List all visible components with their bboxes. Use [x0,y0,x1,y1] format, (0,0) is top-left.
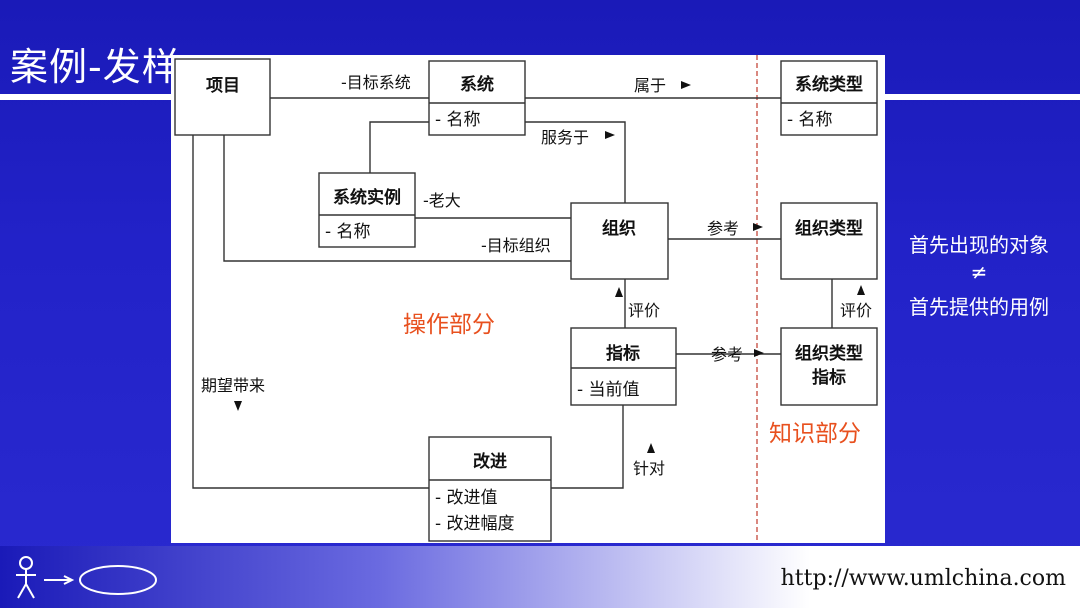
class-box-org-type-indicator [780,327,878,406]
assoc-project-org [223,135,571,262]
label-target-org: -目标组织 [481,236,551,255]
class-box-system-type [780,60,878,136]
side-note-line-2: ≠ [970,260,988,284]
class-box-indicator [570,327,677,406]
arrow-belongs-to [681,81,691,89]
label-aim-at: 针对 [633,459,665,478]
class-name-project: 项目 [206,76,240,96]
arrow-evaluate-2 [857,285,865,295]
class-box-org-type [780,202,878,280]
associations [192,97,833,489]
class-name-organization: 组织 [602,218,636,239]
direction-arrows [234,81,865,453]
footer-bar: http://www.umlchina.com [0,546,1080,608]
label-belongs-to: 属于 [634,76,666,95]
class-name-org-type: 组织类型 [795,218,863,239]
attr-system-name: - 名称 [435,110,481,130]
footer-url[interactable]: http://www.umlchina.com [780,566,1066,591]
arrow-evaluate-1 [615,287,623,297]
actor-usecase-logo-icon [16,556,157,599]
class-box-improvement [428,436,552,542]
arrow-aim-at [647,443,655,453]
assoc-system-org [525,121,626,203]
side-note-line-1: 首先出现的对象 [909,233,1049,257]
side-note-line-3: 首先提供的用例 [909,295,1049,319]
region-label-operation: 操作部分 [403,312,495,338]
class-box-system [428,60,526,136]
assoc-project-improvement [192,135,429,489]
arrow-reference-2 [754,349,764,357]
label-target-system: -目标系统 [341,73,411,92]
class-box-organization [570,202,669,280]
label-expected-bring: 期望带来 [201,376,265,395]
label-evaluate-1: 评价 [628,301,660,320]
assoc-system-instance [369,121,429,173]
slide-title: 案例-发样 [10,45,181,89]
attr-system-type-name: - 名称 [787,110,833,130]
label-serves: 服务于 [541,128,589,147]
class-name-org-type-indicator: 组织类型指标 [795,343,863,388]
class-name-indicator: 指标 [606,343,640,364]
label-boss: -老大 [423,191,461,210]
attr-system-instance-name: - 名称 [325,222,371,242]
class-name-system-instance: 系统实例 [333,187,401,208]
attr-improvement-range: - 改进幅度 [435,514,515,534]
class-name-improvement: 改进 [473,451,507,472]
arrow-expected-bring [234,401,242,411]
class-name-system: 系统 [460,74,494,95]
label-evaluate-2: 评价 [840,301,872,320]
attr-improvement-value: - 改进值 [435,488,498,508]
class-box-project [174,58,271,136]
arrow-serves [605,131,615,139]
attr-indicator-current: - 当前值 [577,380,640,400]
class-box-system-instance [318,172,416,248]
label-reference-2: 参考 [711,345,743,364]
arrow-reference-1 [753,223,763,231]
assoc-indicator-improvement [551,405,624,489]
class-name-system-type: 系统类型 [795,74,863,95]
class-diagram: 项目 系统 系统类型 系统实例 组织 组织类型 指标 组织类型指标 改进 - 名… [171,55,885,543]
label-reference-1: 参考 [707,219,739,238]
region-label-knowledge: 知识部分 [769,421,861,447]
